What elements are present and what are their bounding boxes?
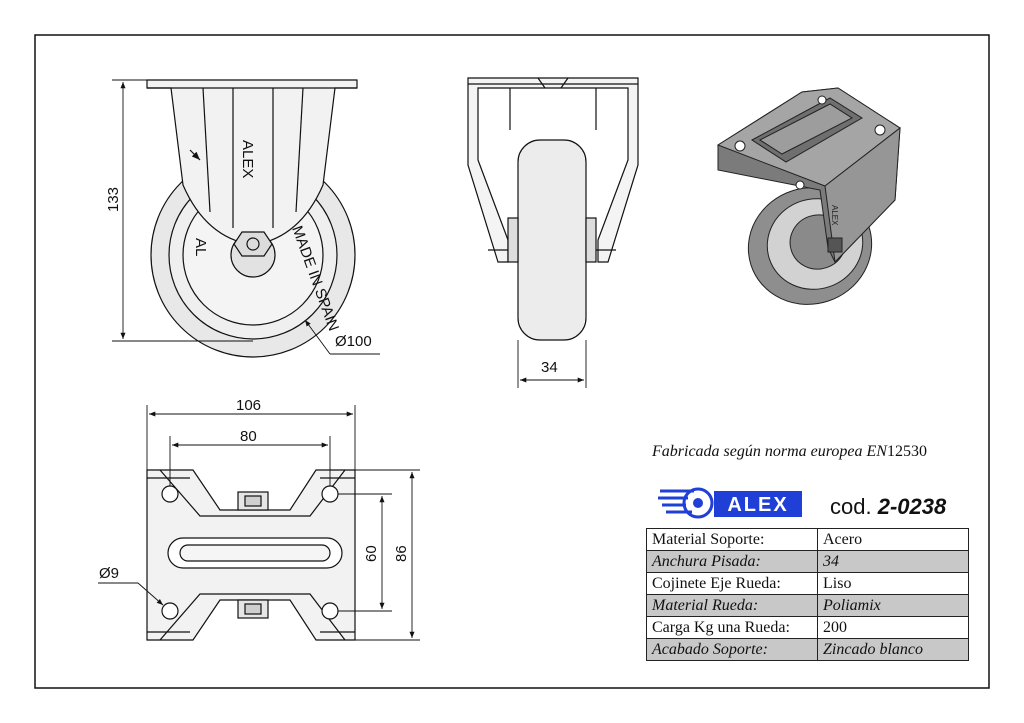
spec-label: Carga Kg una Rueda: xyxy=(646,616,818,639)
spec-table: Material Soporte: Acero Anchura Pisada: … xyxy=(646,528,969,661)
mount-hole-tr xyxy=(321,485,339,503)
front-view xyxy=(467,77,639,341)
axle-nut-icon xyxy=(233,231,273,257)
spec-row: Cojinete Eje Rueda: Liso xyxy=(646,572,969,595)
spec-label: Material Rueda: xyxy=(646,594,818,617)
front-width-dim: 34 xyxy=(541,359,558,376)
top-inner-height-dim: 60 xyxy=(363,545,380,562)
side-view: ALEX MADE IN SPAIN AL xyxy=(146,79,358,358)
code-value: 2-0238 xyxy=(877,494,947,519)
top-hole-spacing-dim: 80 xyxy=(240,428,257,445)
side-diameter-dim: Ø100 xyxy=(335,333,372,350)
svg-text:ALEX: ALEX xyxy=(830,205,839,226)
spec-row: Carga Kg una Rueda: 200 xyxy=(646,616,969,639)
spec-label: Material Soporte: xyxy=(646,528,818,551)
drawing-frame xyxy=(34,34,990,689)
standard-note-text: Fabricada según norma europea EN xyxy=(652,443,887,460)
spec-value: Acero xyxy=(817,528,969,551)
side-brand-mark: ALEX xyxy=(239,140,256,178)
spec-value: Zincado blanco xyxy=(817,638,969,661)
code-prefix: cod. xyxy=(830,494,872,519)
top-width-dim: 106 xyxy=(236,397,261,414)
front-fork xyxy=(467,77,639,263)
top-view xyxy=(146,469,356,641)
spec-label: Cojinete Eje Rueda: xyxy=(646,572,818,595)
spec-row: Material Rueda: Poliamix xyxy=(646,594,969,617)
spec-label: Acabado Soporte: xyxy=(646,638,818,661)
front-wheel xyxy=(517,139,587,341)
spec-row: Material Soporte: Acero xyxy=(646,528,969,551)
caster-3d-render-icon: ALEX xyxy=(716,87,901,305)
spec-row: Acabado Soporte: Zincado blanco xyxy=(646,638,969,661)
mount-hole-bl xyxy=(161,602,179,620)
spec-value: 200 xyxy=(817,616,969,639)
spec-row: Anchura Pisada: 34 xyxy=(646,550,969,573)
spec-value: 34 xyxy=(817,550,969,573)
mount-hole-br xyxy=(321,602,339,620)
standard-number: 12530 xyxy=(886,443,927,460)
svg-text:AL: AL xyxy=(192,238,209,256)
spec-label: Anchura Pisada: xyxy=(646,550,818,573)
logo-text: ALEX xyxy=(727,494,788,516)
side-dimensions xyxy=(112,79,380,355)
top-dimensions xyxy=(98,405,420,641)
spec-value: Poliamix xyxy=(817,594,969,617)
top-outer-height-dim: 86 xyxy=(393,545,410,562)
side-height-dim: 133 xyxy=(105,187,122,212)
top-hole-dim: Ø9 xyxy=(99,565,119,582)
mount-hole-tl xyxy=(161,485,179,503)
spec-value: Liso xyxy=(817,572,969,595)
product-code: cod. 2-0238 xyxy=(830,494,946,520)
standard-note: Fabricada según norma europea EN12530 xyxy=(652,443,927,461)
alex-logo: ALEX xyxy=(658,482,804,522)
front-dimensions xyxy=(517,340,587,388)
